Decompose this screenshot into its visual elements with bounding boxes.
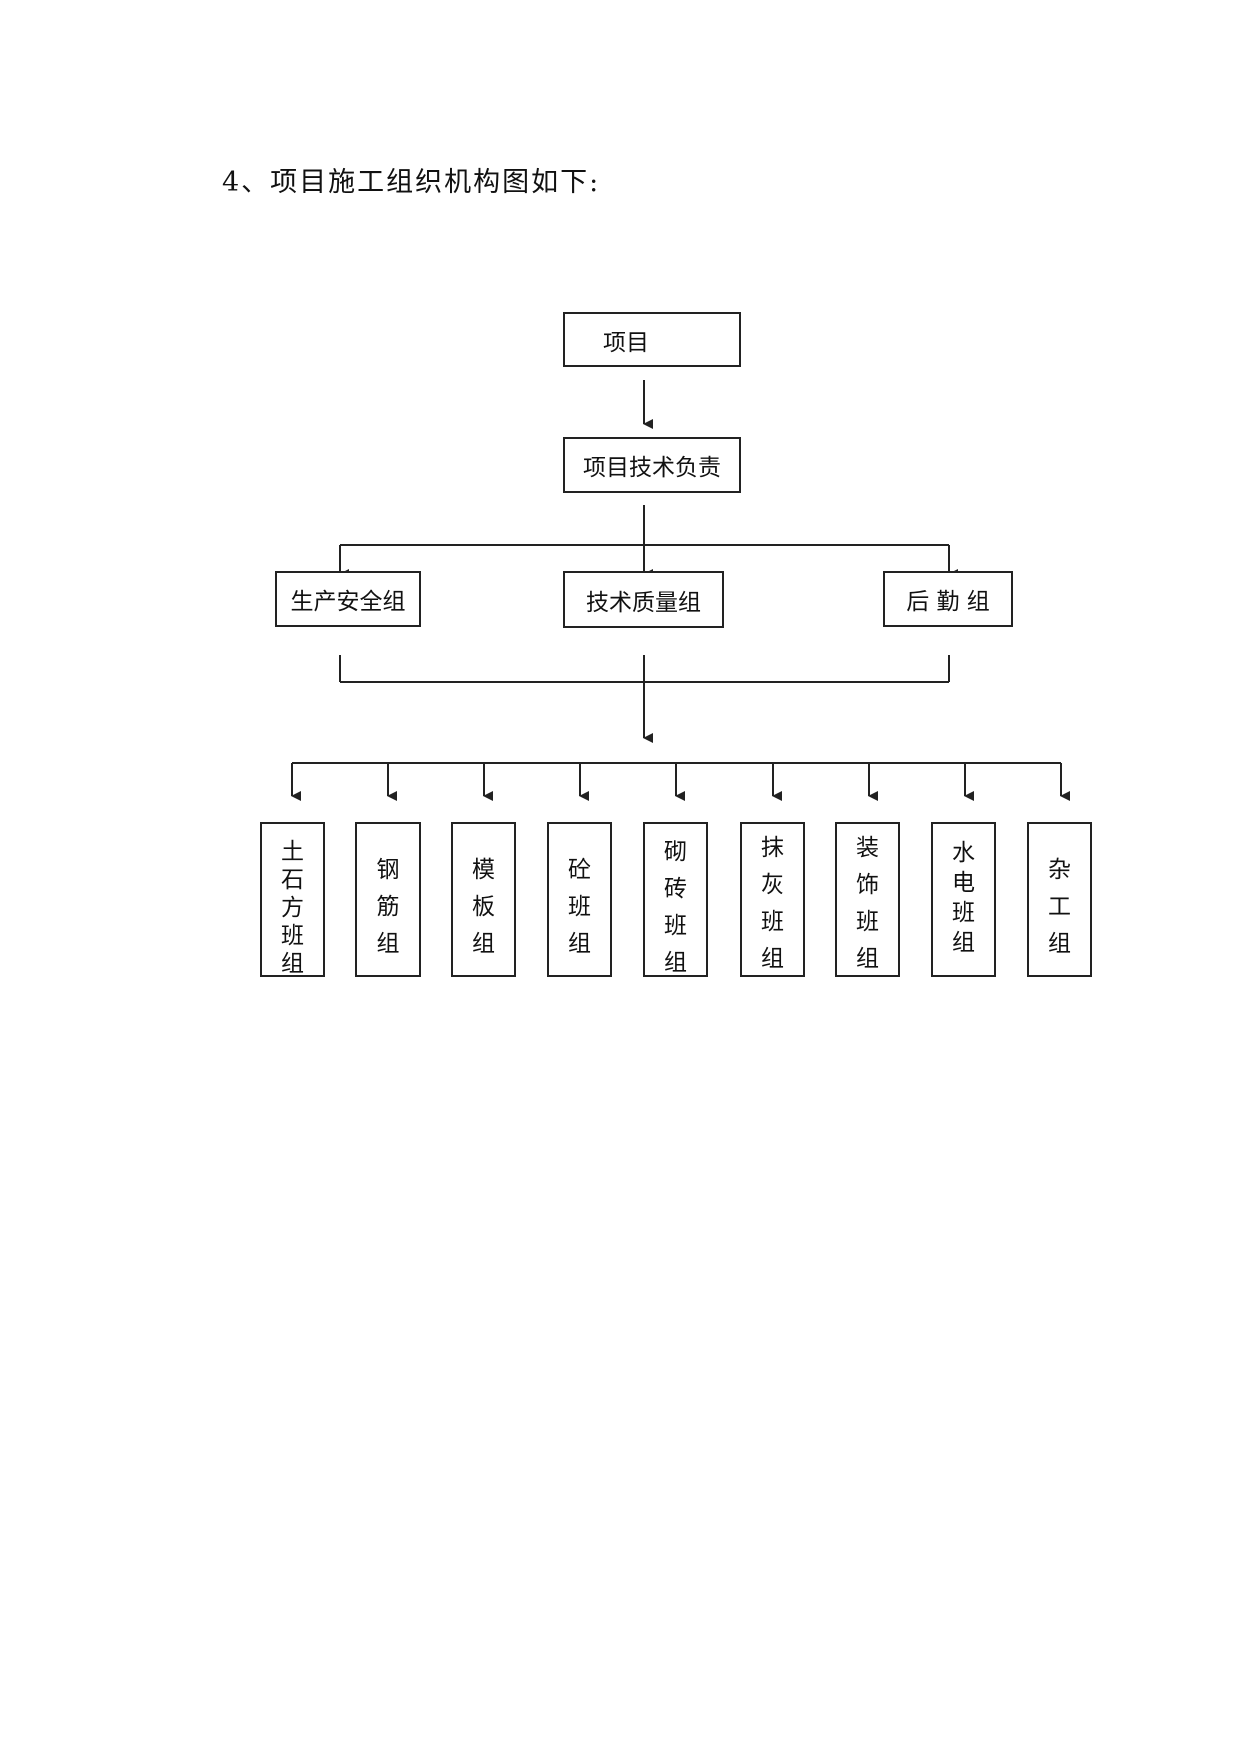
node-team-concrete: 砼班组 xyxy=(547,822,612,977)
node-group-production-safety: 生产安全组 xyxy=(275,571,421,627)
node-team-formwork: 模板组 xyxy=(451,822,516,977)
node-team-plaster: 抹灰班组 xyxy=(740,822,805,977)
team-label: 钢筋组 xyxy=(376,857,400,957)
team-label: 模板组 xyxy=(472,857,495,957)
node-group-tech-quality: 技术质量组 xyxy=(563,571,724,628)
team-label: 土石方班组 xyxy=(281,839,304,977)
node-project: 项目 xyxy=(563,312,741,367)
node-project-tech-lead: 项目技术负责 xyxy=(563,437,741,493)
node-team-rebar: 钢筋组 xyxy=(355,822,421,977)
node-team-plumbing-electrical: 水电班组 xyxy=(931,822,996,977)
node-team-earthwork: 土石方班组 xyxy=(260,822,325,977)
team-label: 砼班组 xyxy=(568,857,591,957)
page-heading: 4、项目施工组织机构图如下: xyxy=(222,167,601,198)
node-group-logistics: 后 勤 组 xyxy=(883,571,1013,627)
node-team-masonry: 砌砖班组 xyxy=(643,822,708,977)
team-label: 装饰班组 xyxy=(856,835,879,972)
team-label: 抹灰班组 xyxy=(761,835,784,972)
team-label: 杂工组 xyxy=(1048,857,1071,957)
team-label: 砌砖班组 xyxy=(664,839,687,976)
node-team-general-labor: 杂工组 xyxy=(1027,822,1092,977)
node-team-decoration: 装饰班组 xyxy=(835,822,900,977)
team-label: 水电班组 xyxy=(952,840,975,956)
